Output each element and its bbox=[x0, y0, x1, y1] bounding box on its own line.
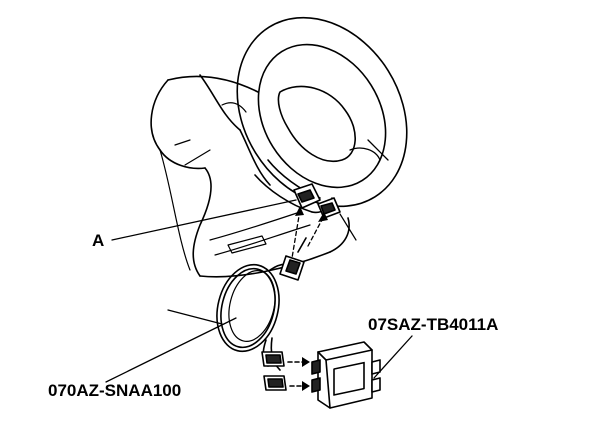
tester-box bbox=[311, 341, 381, 409]
column-connectors bbox=[293, 183, 357, 241]
callout-label-a: A bbox=[92, 231, 105, 250]
dashboard-outline bbox=[150, 74, 350, 278]
callout-label-tool: 07SAZ-TB4011A bbox=[368, 315, 499, 334]
callout-label-cable: 070AZ-SNAA100 bbox=[48, 381, 182, 400]
tool-plugs bbox=[261, 351, 305, 391]
steering-wheel bbox=[236, 16, 408, 208]
cable-connector bbox=[279, 237, 307, 281]
